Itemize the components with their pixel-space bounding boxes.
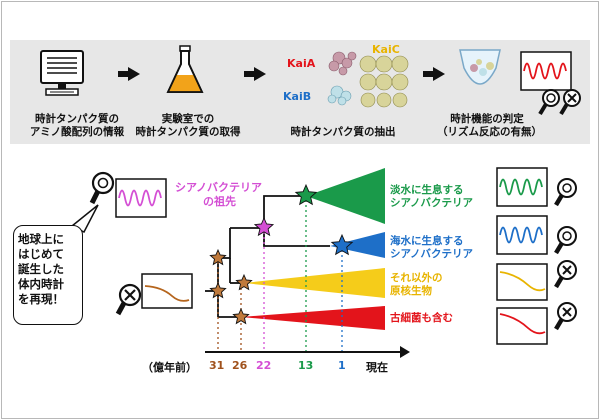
other-prokaryote-result-box — [496, 260, 577, 301]
ancestor-check-magnifier-icon — [89, 171, 115, 205]
test-tube-icon — [459, 49, 501, 85]
star-1 — [330, 233, 354, 256]
freshwater-label: 淡水に生息するシアノバクテリア — [390, 184, 474, 209]
step-4-label: 時計機能の判定（リズム反応の有無） — [437, 113, 542, 138]
other-prokaryote-label: それ以外の原核生物 — [390, 272, 443, 297]
root-cross-magnifier-icon — [115, 283, 142, 316]
bubble-line-3: 誕生した — [18, 262, 64, 276]
axis-tick-1: 1 — [338, 359, 346, 372]
root-flat-box — [141, 273, 193, 309]
seawater-cone — [330, 232, 385, 258]
speech-bubble: 地球上に はじめて 誕生した 体内時計 を再現！ — [13, 225, 83, 325]
seawater-result-box — [496, 215, 577, 255]
step-1-label: 時計タンパク質のアミノ酸配列の情報 — [29, 113, 125, 138]
kaia-label: KaiA — [287, 57, 316, 70]
flask-icon — [166, 45, 204, 93]
star-31-b — [209, 281, 227, 299]
star-26-a — [235, 273, 253, 291]
star-22 — [253, 216, 275, 237]
ancestor-label: シアノバクテリア の祖先 — [175, 181, 263, 208]
rhythm-result-box — [520, 51, 572, 91]
freshwater-cone — [306, 168, 385, 224]
star-31-a — [209, 248, 227, 266]
archaea-label: 古細菌も含む — [390, 312, 453, 324]
axis-tick-26: 26 — [232, 359, 248, 372]
freshwater-result-box — [496, 167, 577, 207]
kai-protein-icons — [327, 51, 409, 108]
workflow-arrow-2 — [244, 67, 266, 81]
bubble-line-5: を再現！ — [18, 292, 64, 306]
seawater-label: 海水に生息するシアノバクテリア — [390, 235, 474, 260]
bubble-line-4: 体内時計 — [18, 277, 64, 291]
bubble-line-2: はじめて — [18, 247, 64, 261]
kaic-label: KaiC — [372, 43, 400, 56]
cross-magnifier-icon — [559, 89, 581, 116]
star-26-b — [232, 307, 250, 325]
star-13 — [294, 183, 318, 206]
axis-tick-13: 13 — [298, 359, 314, 372]
step-2-label: 実験室での時計タンパク質の取得 — [135, 113, 241, 138]
time-axis-arrowhead — [400, 346, 410, 358]
workflow-arrow-3 — [423, 67, 445, 81]
check-magnifier-icon — [538, 89, 560, 116]
kaib-label: KaiB — [283, 90, 312, 103]
other-prokaryote-cone — [244, 268, 385, 298]
axis-unit-label: （億年前） — [142, 361, 197, 374]
step-3-label: 時計タンパク質の抽出 — [290, 126, 396, 138]
workflow-arrow-1 — [118, 67, 140, 81]
bubble-line-1: 地球上に — [18, 232, 64, 246]
axis-end-label: 現在 — [366, 361, 388, 374]
ancestor-rhythm-box — [115, 178, 167, 218]
archaea-cone — [241, 306, 385, 330]
axis-tick-31: 31 — [209, 359, 225, 372]
computer-icon — [40, 50, 84, 96]
archaea-result-box — [496, 302, 577, 345]
node-stars — [209, 183, 354, 325]
axis-tick-22: 22 — [256, 359, 272, 372]
